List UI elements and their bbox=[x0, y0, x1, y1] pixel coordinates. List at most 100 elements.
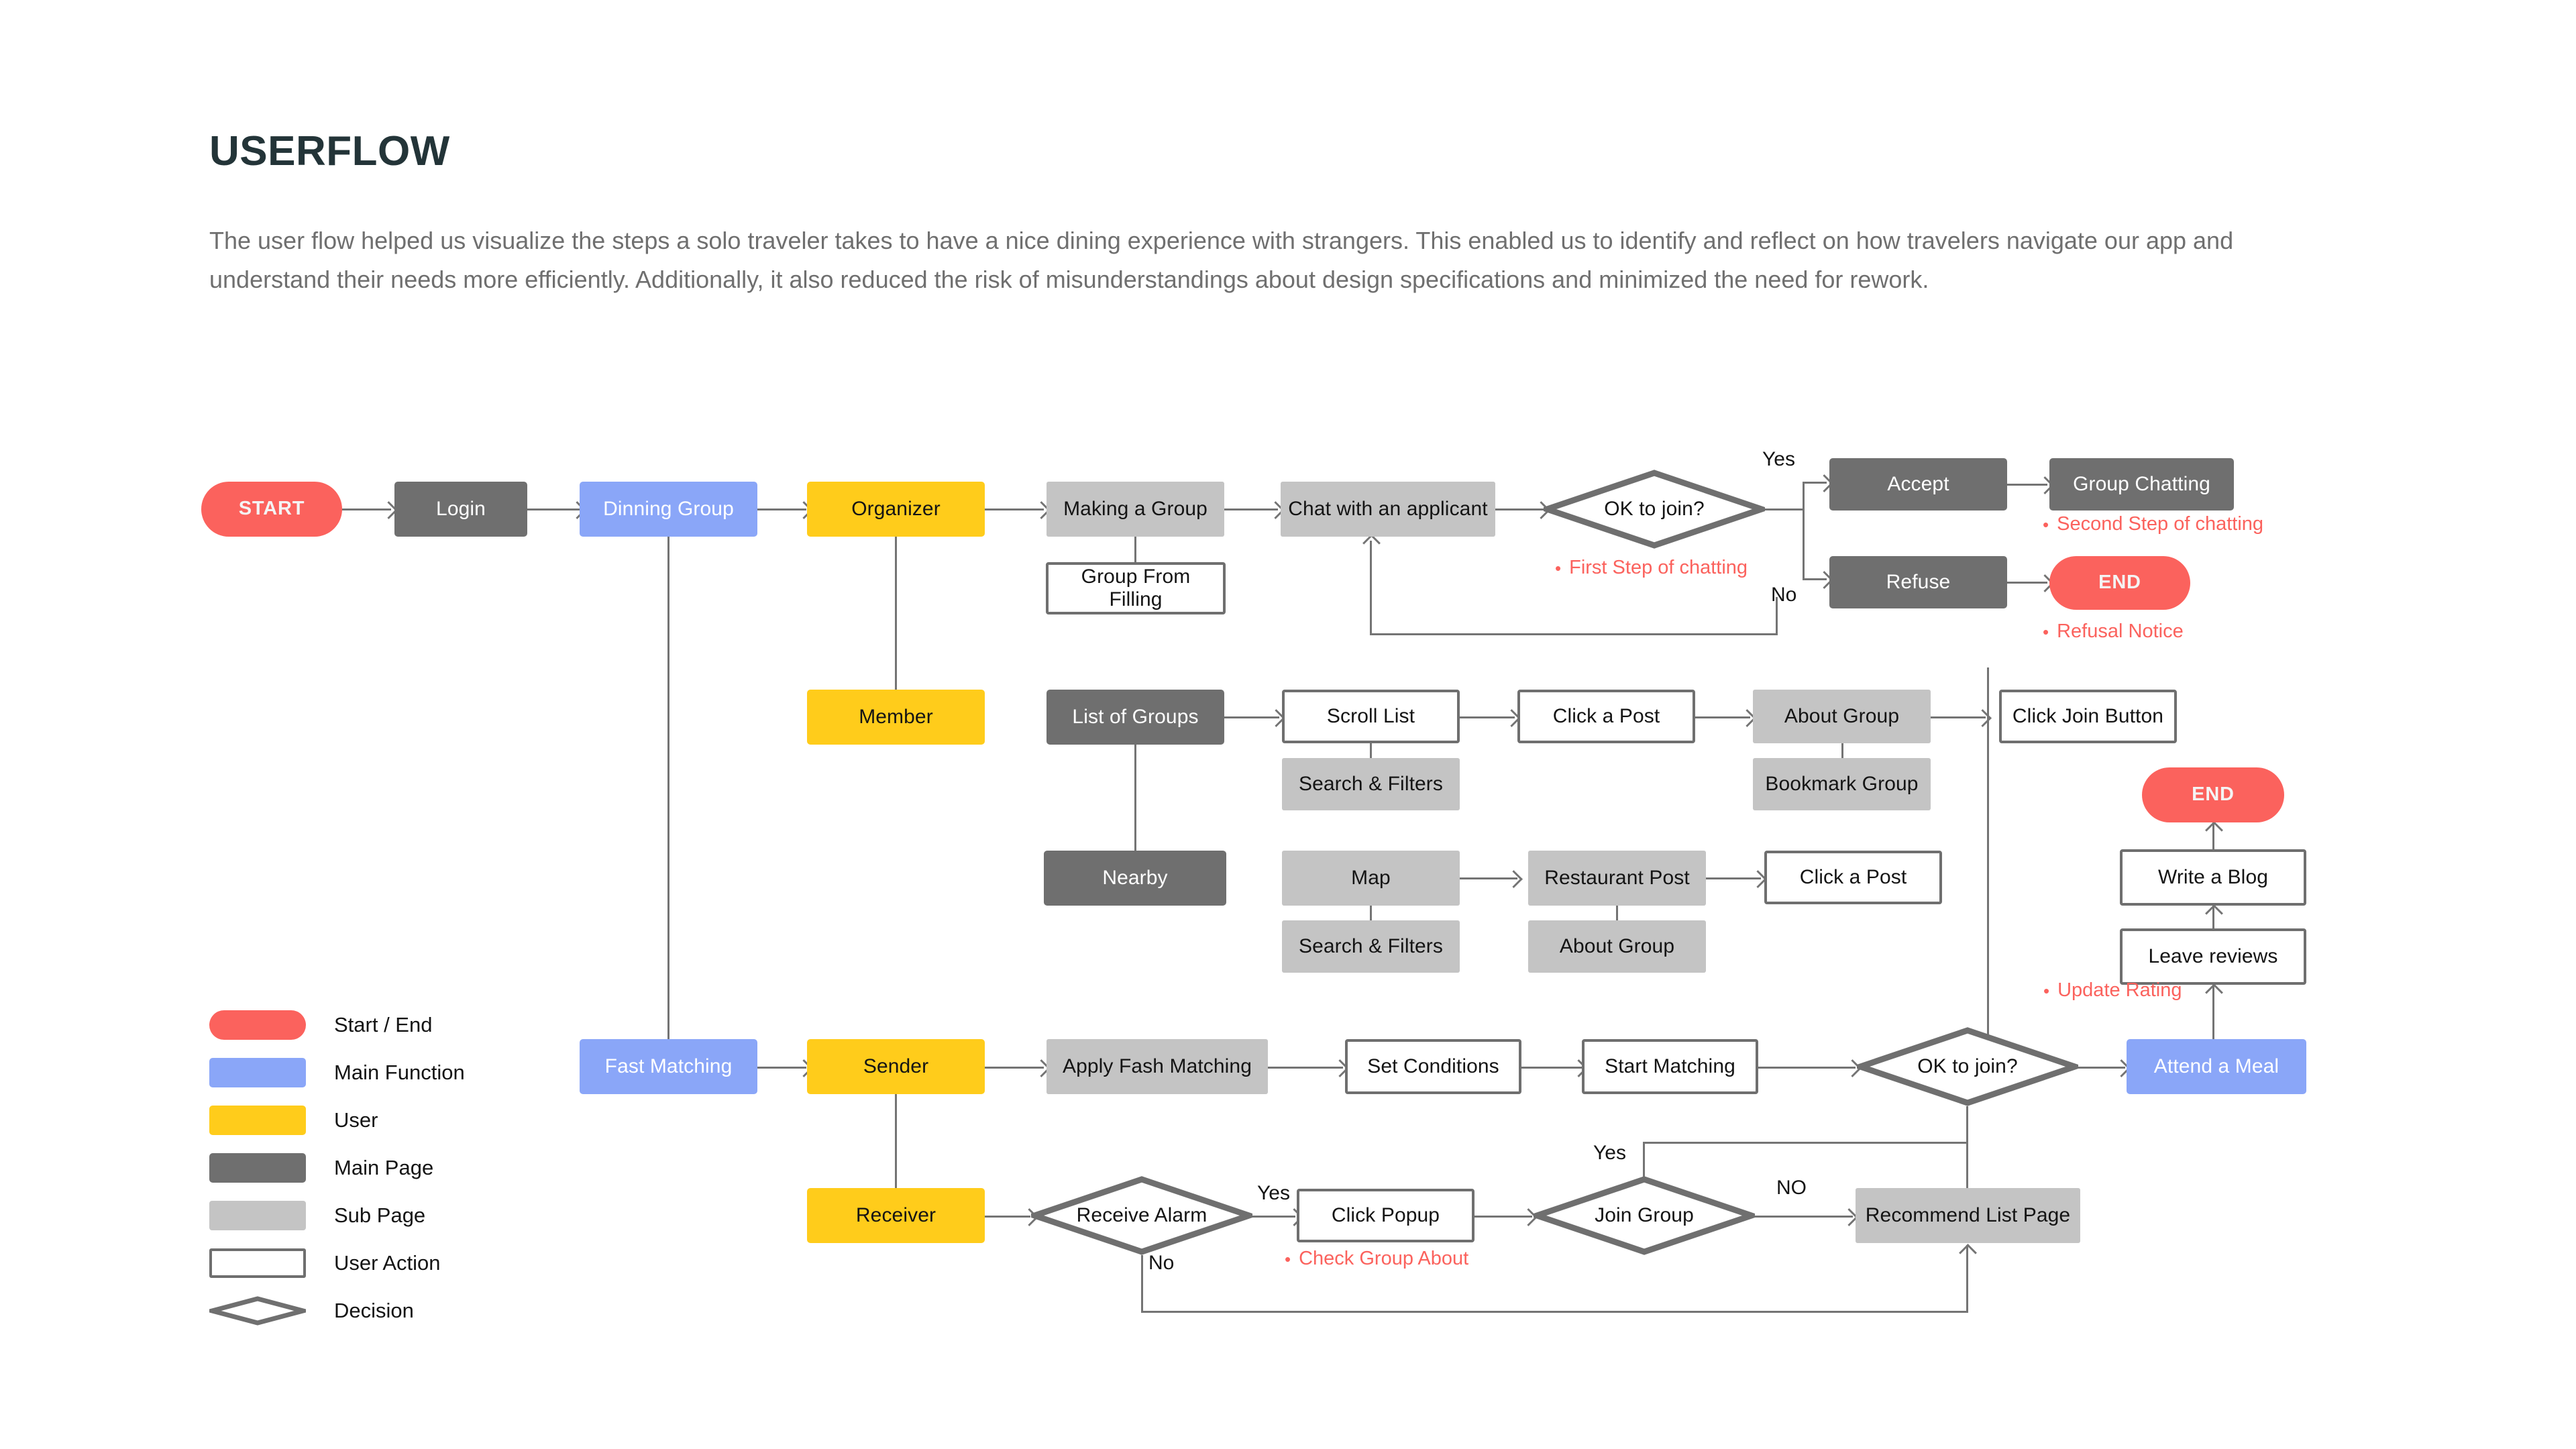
edge-alarm-no-down bbox=[1141, 1255, 1143, 1311]
node-refuse[interactable]: Refuse bbox=[1829, 556, 2007, 608]
user-action-swatch bbox=[209, 1248, 306, 1278]
node-label: Join Group bbox=[1595, 1203, 1694, 1226]
edge-joingroup-no bbox=[1754, 1216, 1853, 1218]
node-end-1[interactable]: END bbox=[2049, 556, 2190, 610]
edge-alarm-clickpopup bbox=[1251, 1216, 1295, 1218]
edge-joincolumn-vertical bbox=[1987, 667, 1989, 1053]
edge-making-groupform bbox=[1134, 537, 1136, 564]
note-second-step: •Second Step of chatting bbox=[2043, 513, 2264, 535]
diamond-shape-icon bbox=[209, 1295, 306, 1326]
edge-joingroup-yes-up bbox=[1643, 1142, 1645, 1177]
edge-reviews-blog bbox=[2212, 906, 2214, 934]
edge-listgroups-scroll bbox=[1224, 716, 1279, 718]
node-decision-ok-to-join-1[interactable]: OK to join? bbox=[1544, 470, 1765, 549]
edge-map-searchfilters bbox=[1370, 906, 1372, 920]
node-organizer[interactable]: Organizer bbox=[807, 482, 985, 537]
page-description: The user flow helped us visualize the st… bbox=[209, 227, 2234, 294]
edge-okjoin-split bbox=[1765, 508, 1804, 511]
node-decision-join-group[interactable]: Join Group bbox=[1534, 1176, 1755, 1255]
node-restaurant-post[interactable]: Restaurant Post bbox=[1528, 851, 1706, 906]
arrowhead-icon bbox=[1505, 870, 1523, 888]
node-member[interactable]: Member bbox=[807, 690, 985, 745]
edge-aboutgroup-bookmark bbox=[1841, 743, 1843, 758]
node-leave-reviews[interactable]: Leave reviews bbox=[2120, 928, 2306, 985]
legend-item-start-end: Start / End bbox=[209, 1001, 465, 1049]
diamond-shape-icon bbox=[1534, 1176, 1755, 1255]
node-nearby[interactable]: Nearby bbox=[1044, 851, 1226, 906]
edge-joingroup-yes-right bbox=[1643, 1142, 1968, 1144]
arrowhead-icon bbox=[1362, 534, 1381, 552]
node-making-a-group[interactable]: Making a Group bbox=[1046, 482, 1224, 537]
edge-chat-okjoin bbox=[1495, 508, 1544, 511]
edge-setconditions-startmatching bbox=[1521, 1067, 1582, 1069]
node-dinning-group[interactable]: Dinning Group bbox=[580, 482, 757, 537]
node-click-a-post-2[interactable]: Click a Post bbox=[1764, 851, 1942, 904]
node-accept[interactable]: Accept bbox=[1829, 458, 2007, 511]
node-end-2[interactable]: END bbox=[2142, 767, 2284, 822]
edge-yes-to-accept bbox=[1803, 482, 1827, 484]
edge-feedback-vertical bbox=[1370, 541, 1372, 633]
node-click-join-button[interactable]: Click Join Button bbox=[1999, 690, 2177, 743]
edge-apply-setconditions bbox=[1268, 1067, 1343, 1069]
note-first-step: •First Step of chatting bbox=[1555, 557, 1748, 578]
node-about-group-2[interactable]: About Group bbox=[1528, 920, 1706, 973]
edge-feedback-riser bbox=[1776, 597, 1778, 635]
node-search-filters-1[interactable]: Search & Filters bbox=[1282, 758, 1460, 810]
edge-organizer-making bbox=[985, 508, 1044, 511]
edge-refuse-end bbox=[2007, 582, 2047, 584]
legend-label: User bbox=[334, 1108, 378, 1132]
bullet-icon: • bbox=[1285, 1248, 1291, 1269]
legend-label: Main Function bbox=[334, 1060, 465, 1084]
node-scroll-list[interactable]: Scroll List bbox=[1282, 690, 1460, 743]
edge-clickpopup-joingroup bbox=[1474, 1216, 1532, 1218]
node-chat-with-applicant[interactable]: Chat with an applicant bbox=[1281, 482, 1495, 537]
node-start-matching[interactable]: Start Matching bbox=[1582, 1039, 1758, 1094]
node-click-a-post-1[interactable]: Click a Post bbox=[1517, 690, 1695, 743]
edge-label-yes-join: Yes bbox=[1593, 1142, 1626, 1164]
arrowhead-icon bbox=[1959, 1244, 1977, 1262]
sub-page-swatch bbox=[209, 1200, 306, 1230]
edge-scroll-searchfilters bbox=[1370, 743, 1372, 758]
edge-accept-groupchat bbox=[2007, 484, 2047, 486]
node-receiver[interactable]: Receiver bbox=[807, 1188, 985, 1243]
edge-making-chat bbox=[1224, 508, 1278, 511]
edge-feedback-horizontal bbox=[1370, 633, 1778, 635]
node-group-from-filling[interactable]: Group From Filling bbox=[1046, 562, 1226, 614]
node-write-a-blog[interactable]: Write a Blog bbox=[2120, 849, 2306, 906]
node-apply-fash-matching[interactable]: Apply Fash Matching bbox=[1046, 1039, 1268, 1094]
legend-label: Start / End bbox=[334, 1012, 433, 1036]
node-recommend-list-page[interactable]: Recommend List Page bbox=[1856, 1188, 2080, 1243]
node-start[interactable]: START bbox=[201, 482, 342, 537]
node-group-chatting[interactable]: Group Chatting bbox=[2049, 458, 2234, 511]
node-map[interactable]: Map bbox=[1282, 851, 1460, 906]
start-end-swatch bbox=[209, 1010, 306, 1040]
main-page-swatch bbox=[209, 1152, 306, 1183]
legend-label: Main Page bbox=[334, 1155, 434, 1179]
edge-listgroups-nearby bbox=[1134, 745, 1136, 864]
page-title: USERFLOW bbox=[209, 128, 450, 174]
node-login[interactable]: Login bbox=[394, 482, 527, 537]
edge-blog-end bbox=[2212, 822, 2214, 849]
node-about-group-1[interactable]: About Group bbox=[1753, 690, 1931, 743]
legend-item-user-action: User Action bbox=[209, 1239, 465, 1287]
node-set-conditions[interactable]: Set Conditions bbox=[1345, 1039, 1521, 1094]
diamond-shape-icon bbox=[1857, 1027, 2078, 1106]
edge-clickpost-aboutgroup bbox=[1695, 716, 1750, 718]
node-attend-a-meal[interactable]: Attend a Meal bbox=[2127, 1039, 2306, 1094]
bullet-icon: • bbox=[2043, 621, 2049, 642]
node-decision-receive-alarm[interactable]: Receive Alarm bbox=[1031, 1176, 1252, 1255]
node-label: OK to join? bbox=[1917, 1055, 2018, 1077]
node-sender[interactable]: Sender bbox=[807, 1039, 985, 1094]
node-decision-ok-to-join-2[interactable]: OK to join? bbox=[1857, 1027, 2078, 1106]
legend-label: Sub Page bbox=[334, 1203, 426, 1227]
note-refusal-notice: •Refusal Notice bbox=[2043, 621, 2184, 642]
node-fast-matching[interactable]: Fast Matching bbox=[580, 1039, 757, 1094]
node-click-popup[interactable]: Click Popup bbox=[1297, 1189, 1474, 1242]
edge-label-yes-alarm: Yes bbox=[1257, 1182, 1290, 1204]
node-bookmark-group[interactable]: Bookmark Group bbox=[1753, 758, 1931, 810]
edge-label-no-join: NO bbox=[1776, 1177, 1807, 1199]
node-search-filters-2[interactable]: Search & Filters bbox=[1282, 920, 1460, 973]
bullet-icon: • bbox=[1555, 557, 1562, 578]
node-list-of-groups[interactable]: List of Groups bbox=[1046, 690, 1224, 745]
